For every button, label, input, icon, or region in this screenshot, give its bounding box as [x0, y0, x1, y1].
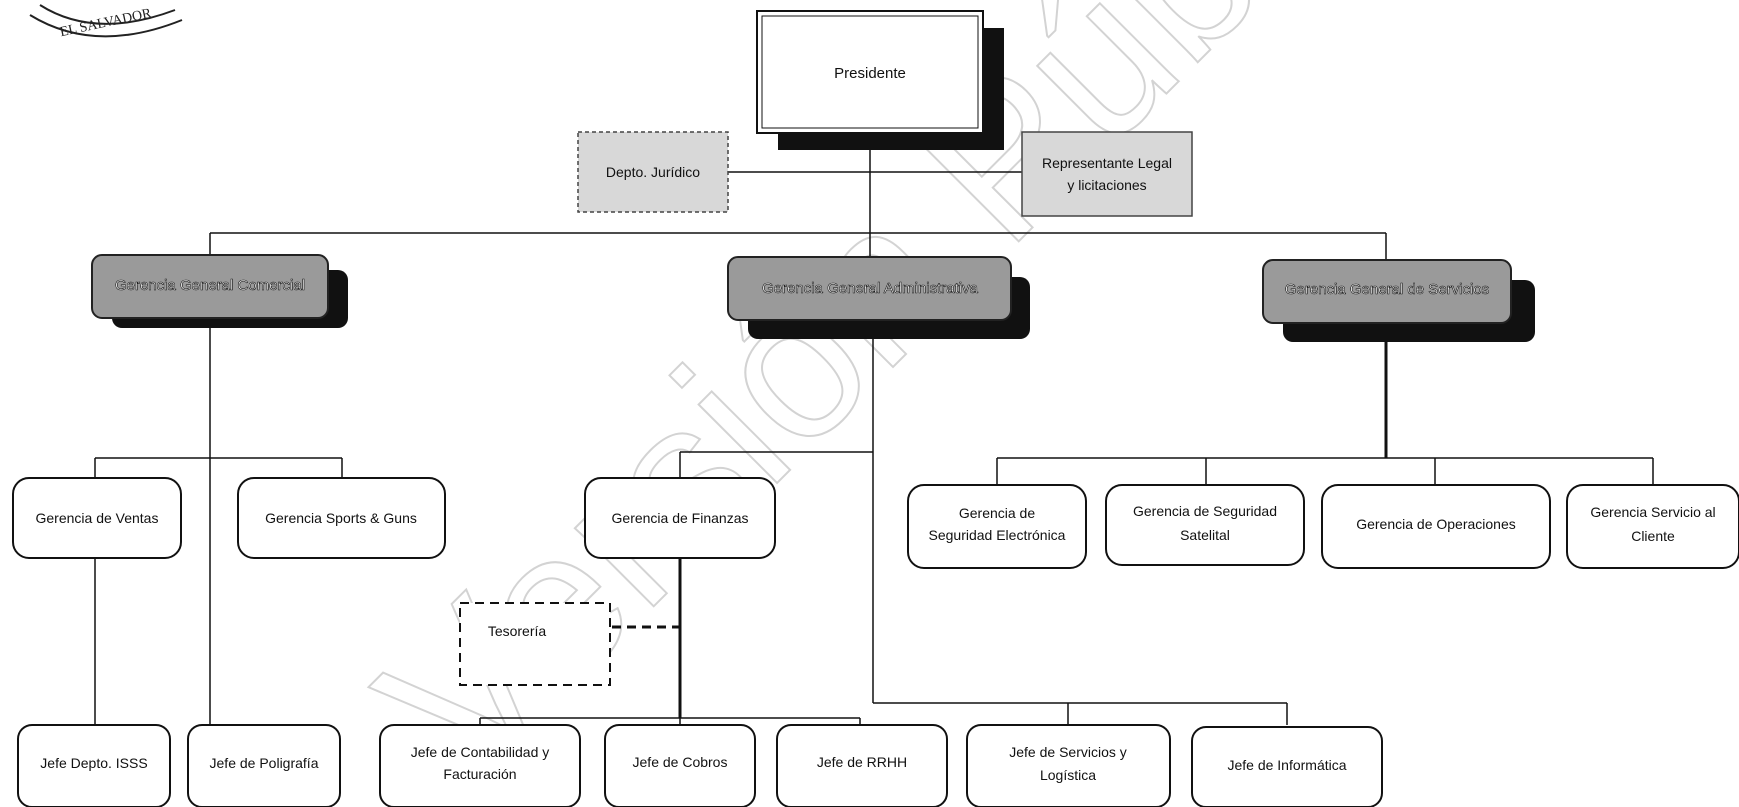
svg-text:Gerencia de Seguridad: Gerencia de Seguridad — [1133, 503, 1277, 519]
node-tesoreria: Tesorería — [459, 602, 611, 686]
president-node: Presidente — [756, 10, 1004, 150]
node-jefe-poligrafia: Jefe de Poligrafía — [187, 724, 341, 807]
node-depto-juridico: Depto. Jurídico — [577, 131, 729, 213]
node-gerencia-general-servicios: Gerencia General de Servicios — [1262, 259, 1535, 342]
svg-text:Gerencia de Finanzas: Gerencia de Finanzas — [612, 510, 749, 526]
node-gerencia-seguridad-satelital: Gerencia de Seguridad Satelital — [1105, 484, 1305, 566]
svg-text:Jefe Depto. ISSS: Jefe Depto. ISSS — [40, 755, 147, 771]
seal-stamp: EL SALVADOR — [29, 4, 183, 40]
node-jefe-informatica: Jefe de Informática — [1191, 726, 1383, 807]
node-gerencia-ventas: Gerencia de Ventas — [12, 477, 182, 559]
svg-text:Jefe de Cobros: Jefe de Cobros — [633, 754, 728, 770]
svg-text:Jefe de Servicios y: Jefe de Servicios y — [1009, 744, 1127, 760]
node-gerencia-general-comercial: Gerencia General Comercial — [91, 254, 348, 328]
node-jefe-contabilidad: Jefe de Contabilidad y Facturación — [379, 724, 581, 807]
label-juridico: Depto. Jurídico — [606, 164, 700, 180]
label-representante-2: y licitaciones — [1067, 177, 1146, 193]
svg-text:Tesorería: Tesorería — [488, 623, 547, 639]
svg-text:Gerencia de: Gerencia de — [959, 505, 1035, 521]
label-gg-administrativa: Gerencia General Administrativa — [762, 280, 979, 297]
label-gg-comercial: Gerencia General Comercial — [115, 277, 305, 294]
node-jefe-isss: Jefe Depto. ISSS — [17, 724, 171, 807]
svg-text:Jefe de Poligrafía: Jefe de Poligrafía — [210, 755, 319, 771]
svg-text:Cliente: Cliente — [1631, 528, 1675, 544]
svg-text:Gerencia de Ventas: Gerencia de Ventas — [36, 510, 159, 526]
svg-text:Jefe de RRHH: Jefe de RRHH — [817, 754, 907, 770]
svg-text:Jefe de Informática: Jefe de Informática — [1227, 757, 1346, 773]
svg-text:Satelital: Satelital — [1180, 527, 1230, 543]
label-representante-1: Representante Legal — [1042, 155, 1172, 171]
node-gerencia-servicio-cliente: Gerencia Servicio al Cliente — [1566, 484, 1739, 569]
svg-text:Seguridad Electrónica: Seguridad Electrónica — [929, 527, 1066, 543]
node-gerencia-sports-guns: Gerencia Sports & Guns — [237, 477, 446, 559]
svg-text:Gerencia de Operaciones: Gerencia de Operaciones — [1356, 516, 1516, 532]
connectors — [94, 133, 1654, 725]
node-jefe-rrhh: Jefe de RRHH — [776, 724, 948, 807]
node-jefe-servicios-logistica: Jefe de Servicios y Logística — [966, 724, 1171, 807]
node-jefe-cobros: Jefe de Cobros — [604, 724, 756, 807]
svg-text:EL SALVADOR: EL SALVADOR — [59, 6, 154, 40]
svg-text:Gerencia Sports & Guns: Gerencia Sports & Guns — [265, 510, 417, 526]
node-gerencia-general-administrativa: Gerencia General Administrativa — [727, 256, 1030, 339]
svg-text:Gerencia Servicio al: Gerencia Servicio al — [1590, 504, 1715, 520]
svg-text:Facturación: Facturación — [443, 766, 516, 782]
president-label: Presidente — [834, 65, 906, 82]
node-gerencia-seguridad-electronica: Gerencia de Seguridad Electrónica — [907, 484, 1087, 569]
label-gg-servicios: Gerencia General de Servicios — [1285, 281, 1489, 298]
svg-text:Jefe de Contabilidad y: Jefe de Contabilidad y — [411, 744, 550, 760]
node-gerencia-finanzas: Gerencia de Finanzas — [584, 477, 776, 559]
node-gerencia-operaciones: Gerencia de Operaciones — [1321, 484, 1551, 569]
node-representante-legal: Representante Legal y licitaciones — [1021, 131, 1193, 217]
svg-text:Logística: Logística — [1040, 767, 1096, 783]
